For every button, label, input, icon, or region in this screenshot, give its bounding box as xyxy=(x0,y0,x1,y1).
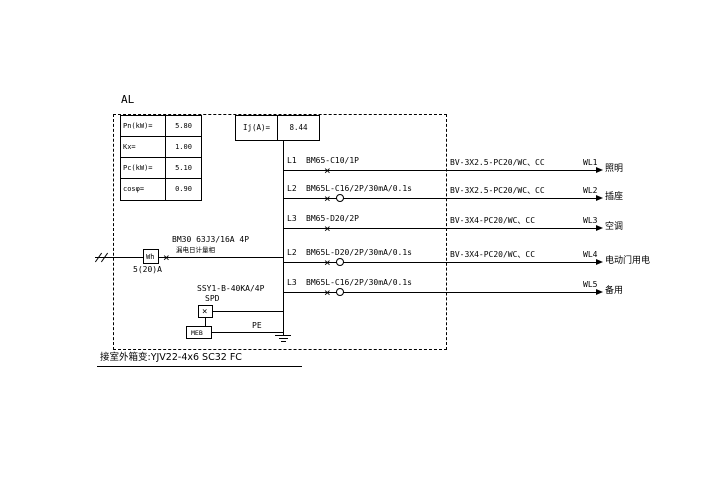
spd-box: × xyxy=(198,305,213,318)
meb-label: MEB xyxy=(191,329,203,337)
current-label: Ij(A)= xyxy=(236,116,278,140)
spd-breaker-symbol: × xyxy=(202,307,208,317)
wire-id: WL3 xyxy=(583,216,598,225)
breaker-spec: BM65L-D20/2P/30mA/0.1s xyxy=(306,248,412,257)
earth-symbol xyxy=(281,341,286,342)
main-breaker-symbol: × xyxy=(163,251,170,264)
calc-current-box: Ij(A)= 8.44 xyxy=(235,115,320,141)
table-value: 1.00 xyxy=(166,137,201,158)
wire-id: WL5 xyxy=(583,280,598,289)
pe-wire xyxy=(212,332,283,333)
load-name: 空调 xyxy=(605,222,624,232)
load-name: 备用 xyxy=(605,286,624,296)
load-name: 插座 xyxy=(605,192,624,202)
earth-symbol xyxy=(275,335,291,336)
meter-note: 漏电日计量相 xyxy=(176,246,215,254)
phase-label: L3 xyxy=(287,214,297,223)
load-calc-table: Pn(kW)= 5.80 Kx= 1.00 Pc(kW)= 5.10 cosφ=… xyxy=(120,115,202,201)
panel-title: AL xyxy=(121,93,135,106)
wire-id: WL2 xyxy=(583,186,598,195)
wire-id: WL4 xyxy=(583,250,598,259)
breaker-symbol: × xyxy=(324,192,331,205)
circuit-wire xyxy=(283,198,598,199)
rcd-symbol xyxy=(336,194,344,202)
breaker-spec: BM65L-C16/2P/30mA/0.1s xyxy=(306,184,412,193)
load-name: 电动门用电 xyxy=(605,256,651,266)
table-label: Pc(kW)= xyxy=(121,158,166,179)
incoming-wire xyxy=(159,257,283,258)
meter-rating: 5(20)A xyxy=(133,265,162,274)
cable-spec: BV-3X2.5-PC20/WC、CC xyxy=(450,158,545,167)
table-value: 0.90 xyxy=(175,185,192,193)
incoming-wire xyxy=(95,257,143,258)
rcd-symbol xyxy=(336,288,344,296)
wire-arrow-icon xyxy=(596,259,603,265)
current-value: 8.44 xyxy=(289,123,308,132)
spd-wire xyxy=(213,311,283,312)
breaker-spec: BM65-C10/1P xyxy=(306,156,359,165)
breaker-symbol: × xyxy=(324,164,331,177)
spd-earth-wire xyxy=(205,318,206,326)
table-label: cosφ= xyxy=(121,179,166,200)
breaker-symbol: × xyxy=(324,222,331,235)
spd-model: SSY1-B-40KA/4P xyxy=(197,284,265,293)
phase-label: L2 xyxy=(287,248,297,257)
breaker-symbol: × xyxy=(324,286,331,299)
breaker-symbol: × xyxy=(324,256,331,269)
phase-label: L3 xyxy=(287,278,297,287)
kwh-meter-label: Wh xyxy=(146,253,155,261)
wire-arrow-icon xyxy=(596,167,603,173)
cable-spec: BV-3X4-PC20/WC、CC xyxy=(450,216,536,225)
wire-arrow-icon xyxy=(596,195,603,201)
circuit-wire xyxy=(283,262,598,263)
breaker-spec: BM65L-C16/2P/30mA/0.1s xyxy=(306,278,412,287)
breaker-spec: BM65-D20/2P xyxy=(306,214,359,223)
circuit-wire xyxy=(283,228,598,229)
panel-boundary xyxy=(113,114,447,350)
cable-spec: BV-3X4-PC20/WC、CC xyxy=(450,250,536,259)
load-name: 照明 xyxy=(605,164,624,174)
busbar xyxy=(283,141,284,335)
wire-arrow-icon xyxy=(596,289,603,295)
table-value: 5.80 xyxy=(166,116,201,137)
rcd-symbol xyxy=(336,258,344,266)
spd-label: SPD xyxy=(205,294,220,303)
meb-box: MEB xyxy=(186,326,212,339)
wire-id: WL1 xyxy=(583,158,598,167)
table-label: Pn(kW)= xyxy=(121,116,166,137)
circuit-wire xyxy=(283,170,598,171)
feeder-note-underline xyxy=(97,366,302,367)
table-value: 5.10 xyxy=(166,158,201,179)
pe-label: PE xyxy=(252,321,262,330)
main-breaker-spec: BM30 63J3/16A 4P xyxy=(172,235,250,244)
feeder-note: 接室外箱变:YJV22-4x6 SC32 FC xyxy=(100,352,242,363)
phase-label: L1 xyxy=(287,156,297,165)
earth-symbol xyxy=(279,338,288,339)
table-label: Kx= xyxy=(121,137,166,158)
circuit-wire xyxy=(283,292,598,293)
phase-label: L2 xyxy=(287,184,297,193)
kwh-meter-box: Wh xyxy=(143,249,159,264)
cable-spec: BV-3X2.5-PC20/WC、CC xyxy=(450,186,545,195)
wire-arrow-icon xyxy=(596,225,603,231)
